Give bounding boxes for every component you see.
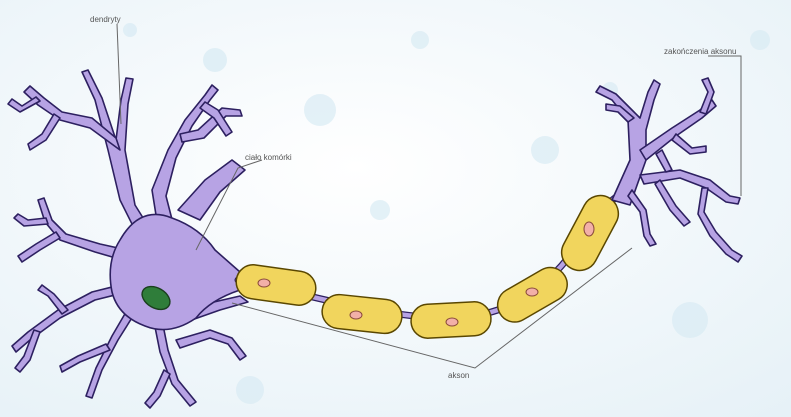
label-axon-terminals: zakończenia aksonu [664, 47, 737, 56]
label-axon: akson [448, 371, 469, 380]
label-dendrites: dendryty [90, 15, 121, 24]
myelin-segment [410, 301, 492, 339]
label-cell-body: ciało komórki [245, 153, 292, 162]
